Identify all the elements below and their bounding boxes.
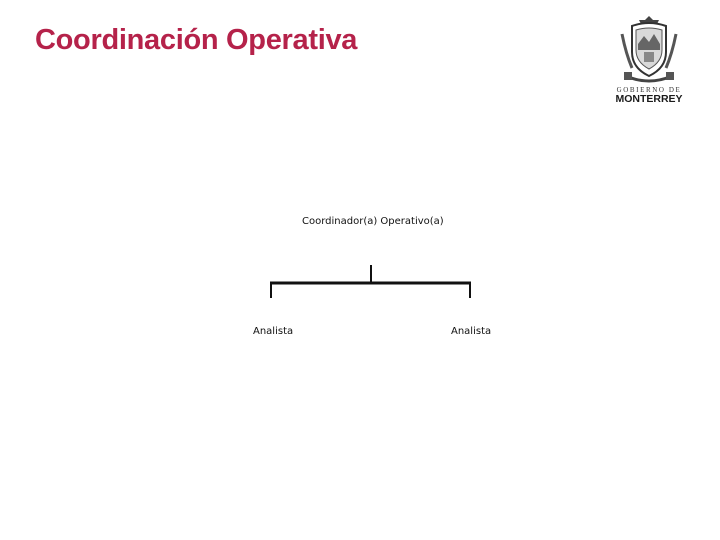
- org-node-analista-right: Analista: [451, 326, 492, 337]
- org-node-analista-left: Analista: [253, 326, 294, 337]
- coat-of-arms-icon: [620, 16, 678, 83]
- logo-text-gobierno: GOBIERNO DE: [616, 86, 682, 94]
- org-node-coordinador: Coordinador(a) Operativo(a): [302, 216, 444, 227]
- logo-text-monterrey: MONTERREY: [615, 93, 683, 105]
- monterrey-logo: GOBIERNO DE MONTERREY: [610, 14, 690, 106]
- page-title: Coordinación Operativa: [35, 24, 358, 56]
